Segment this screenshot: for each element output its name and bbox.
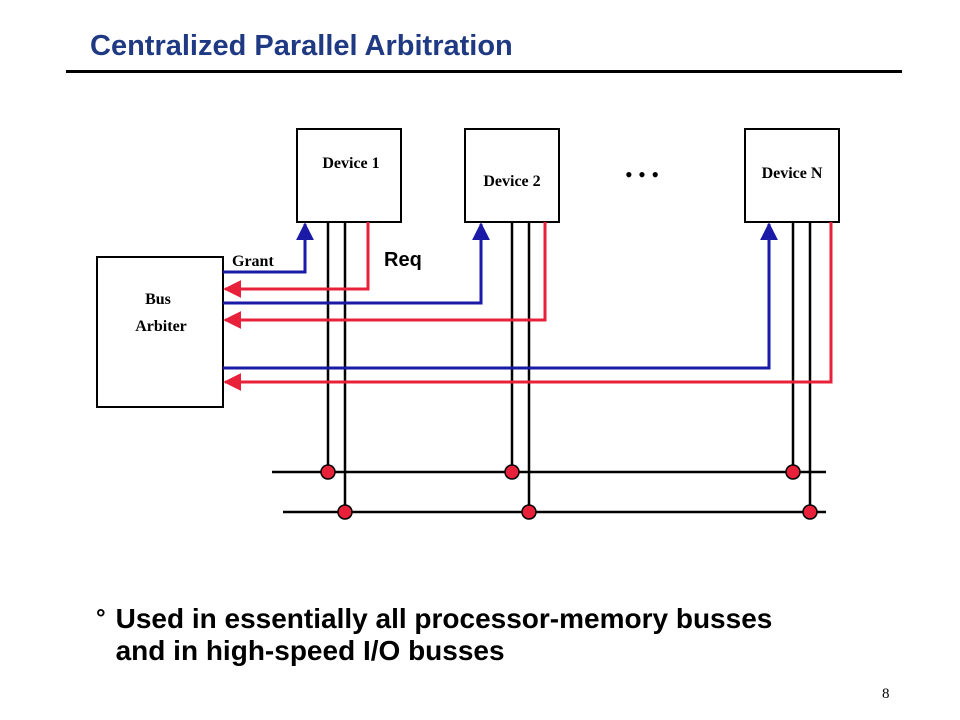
device-1-label: Device 1 bbox=[322, 155, 379, 172]
req-line-device-2 bbox=[223, 222, 547, 329]
device-1-box bbox=[296, 128, 402, 223]
bullet-text-line2: and in high-speed I/O busses bbox=[115, 635, 505, 666]
req-line-device-1 bbox=[223, 222, 370, 298]
arbiter-label-line2: Arbiter bbox=[135, 318, 187, 335]
bus-arbiter-box bbox=[96, 256, 224, 408]
slide-title: Centralized Parallel Arbitration bbox=[90, 30, 513, 62]
title-underline bbox=[66, 70, 902, 73]
device-n-box bbox=[744, 128, 840, 223]
device-2-box bbox=[464, 128, 560, 223]
request-lines bbox=[223, 222, 833, 391]
device-n-label: Device N bbox=[762, 165, 823, 182]
bullet-text-line1: Used in essentially all processor-memory… bbox=[115, 603, 773, 634]
bullet-marker: ° bbox=[96, 605, 106, 632]
shared-bus-lines bbox=[272, 470, 826, 514]
page-number: 8 bbox=[882, 686, 890, 702]
grant-line-device-2 bbox=[223, 222, 490, 305]
grant-label: Grant bbox=[232, 253, 274, 270]
grant-line-device-1 bbox=[223, 222, 314, 274]
bullet-text: Used in essentially all processor-memory… bbox=[116, 603, 773, 667]
req-label: Req bbox=[384, 249, 422, 271]
bullet-point: ° Used in essentially all processor-memo… bbox=[96, 603, 896, 667]
bus-junction-dots bbox=[320, 464, 818, 520]
arbiter-label-line1: Bus bbox=[145, 291, 171, 308]
req-line-device-n bbox=[223, 222, 833, 391]
grant-line-device-n bbox=[223, 222, 778, 370]
ellipsis-dots: • • • bbox=[625, 162, 659, 187]
device-2-label: Device 2 bbox=[483, 173, 540, 190]
grant-lines bbox=[223, 222, 778, 370]
